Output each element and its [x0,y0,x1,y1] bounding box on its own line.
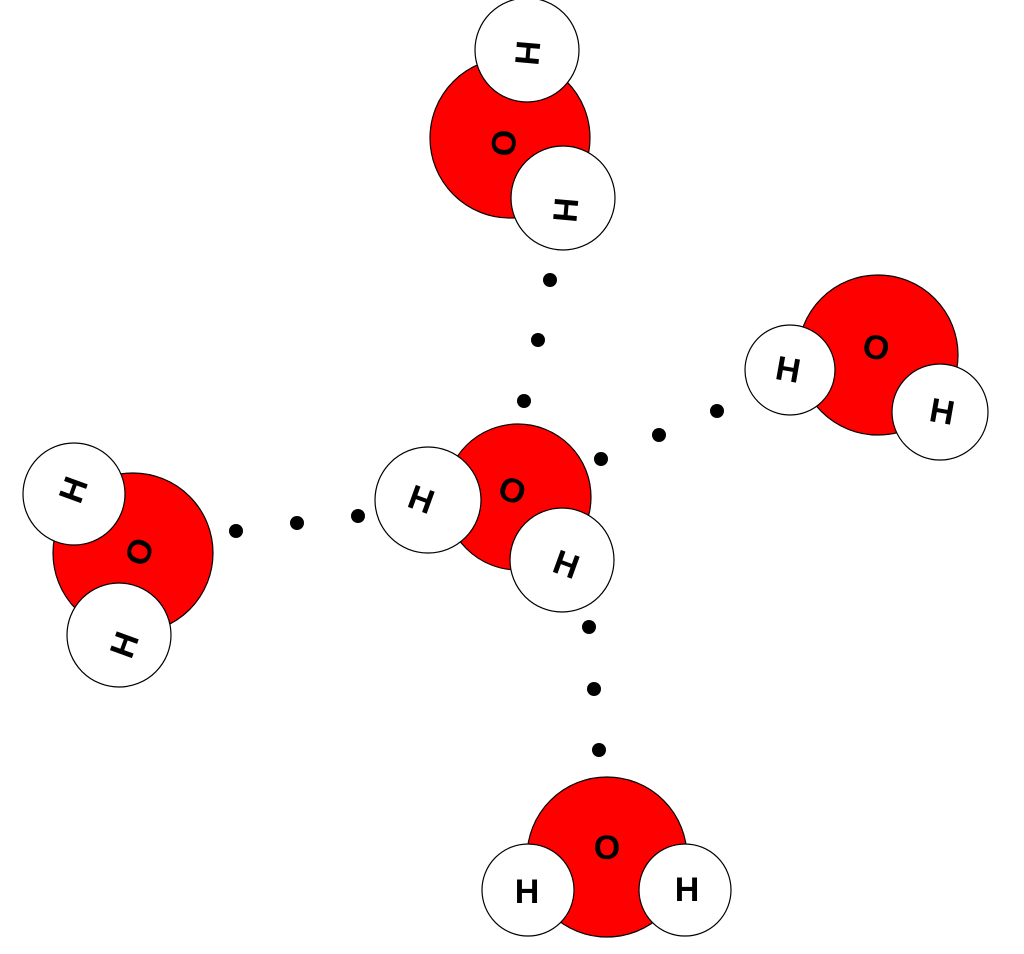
hydrogen-label: H [507,39,547,67]
water-molecule-center: O H H [374,423,615,613]
hydrogen-label: H [545,196,585,224]
bond-dot [290,516,304,530]
hydrogen-atom [481,843,575,937]
hydrogen-bond-top-center [517,273,557,408]
bond-dot [594,452,608,466]
water-molecule-top: O H H [429,0,616,251]
bond-dot [229,524,243,538]
oxygen-label: O [860,327,893,369]
bond-dot [592,743,606,757]
bond-dot [582,620,596,634]
bond-dot [652,428,666,442]
hydrogen-bond-right-center [594,404,724,466]
hydrogen-atom [638,843,732,937]
bond-dot [517,394,531,408]
hydrogen-label: H [675,871,700,909]
hydrogen-atom [891,363,989,461]
hydrogen-atom [510,145,616,251]
hydrogen-atom [474,0,580,103]
hydrogen-bond-center-bottom [582,620,606,757]
hydrogen-bond-left-center [229,509,365,538]
bond-dot [543,273,557,287]
hydrogen-atom [22,442,126,546]
bond-dot [710,404,724,418]
bond-dot [531,333,545,347]
bond-dot [587,682,601,696]
hydrogen-label: H [515,873,540,911]
oxygen-label: O [594,829,620,867]
water-molecule-bottom: O H H [481,776,732,938]
water-molecule-left: O H H [22,442,214,688]
bond-dot [351,509,365,523]
hydrogen-atom [744,324,836,416]
hydrogen-atom [66,582,172,688]
hydrogen-atom [374,446,482,554]
water-molecule-right: O H H [744,274,989,461]
hydrogen-atom [509,507,615,613]
oxygen-label: O [483,128,523,158]
